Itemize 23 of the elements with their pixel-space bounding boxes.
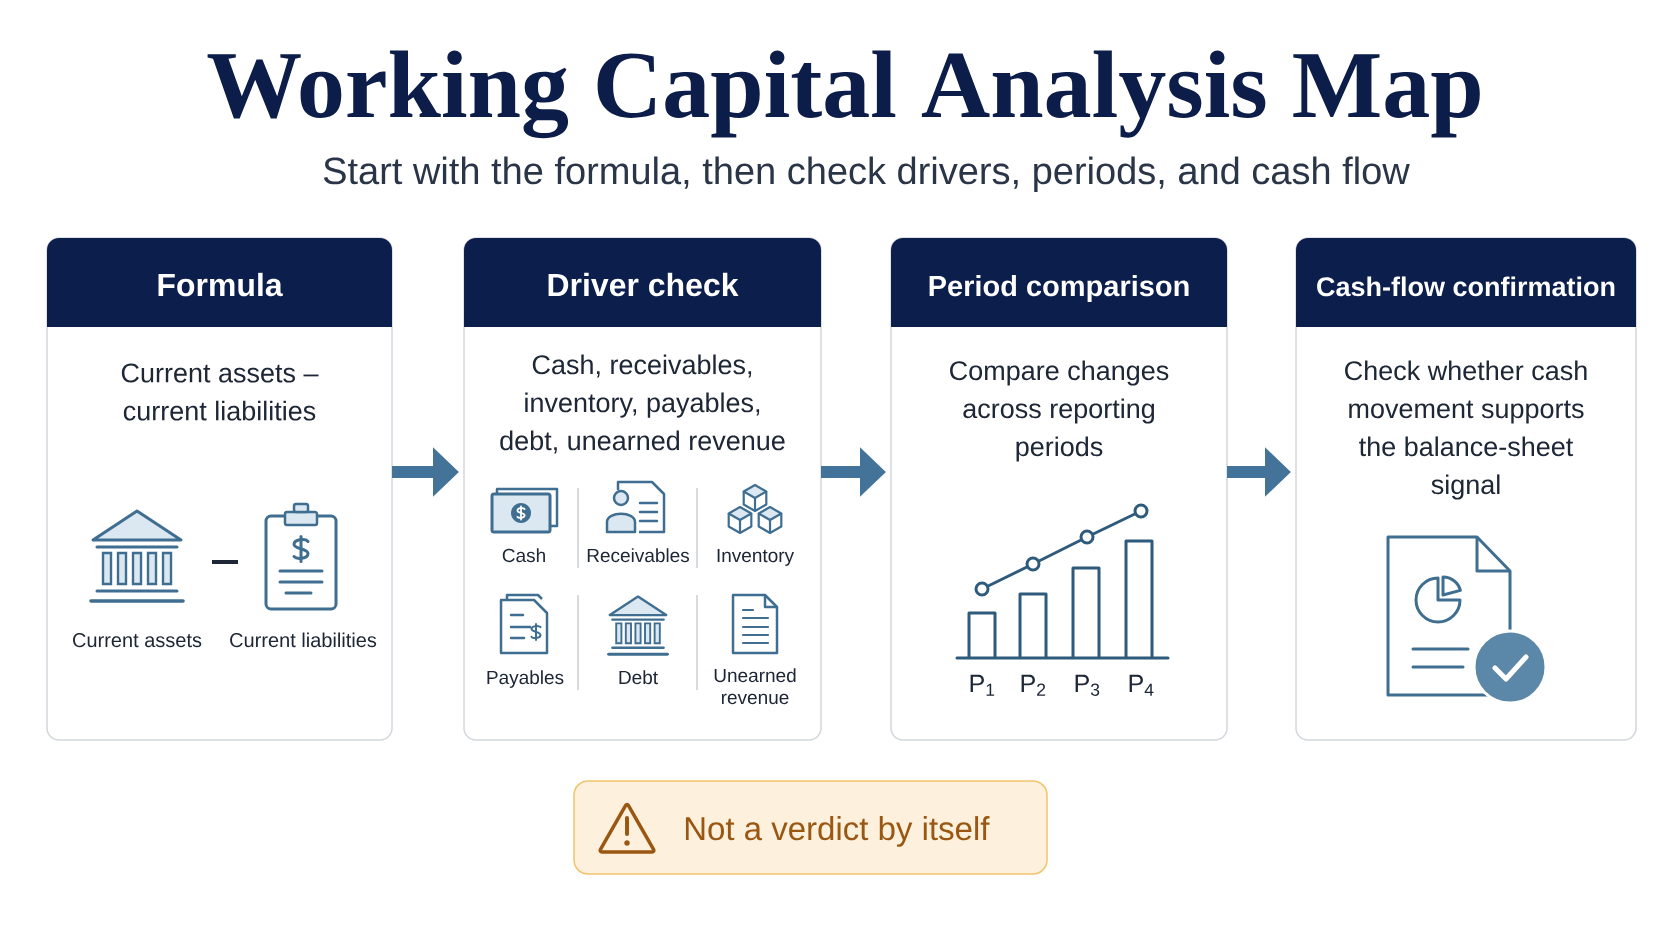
axis-label: P$_{2}$ — [1021, 674, 1046, 696]
icon-caption: Unearned revenue — [714, 668, 796, 705]
card-header: Driver check — [464, 238, 821, 327]
callout-box: Not a verdict by itself — [573, 780, 1048, 875]
icon-caption: Receivables — [587, 548, 690, 563]
icon-caption: Inventory — [717, 548, 795, 566]
subtitle: Start with the formula, then check drivers, periods, and cash flow — [323, 156, 1410, 192]
icon-caption: Payables — [487, 670, 564, 688]
card-header: Formula — [47, 238, 392, 327]
icon-caption: Cash — [502, 548, 545, 563]
card-text: Current assets – current liabilities — [121, 363, 319, 421]
card-text: Check whether cash movement supports the balance-sheet signal — [1345, 360, 1587, 500]
axis-label: P$_{3}$ — [1075, 674, 1100, 696]
icon-caption: Current liabilities — [230, 632, 377, 648]
card-header: Cash-flow confirmation — [1296, 238, 1636, 327]
card-header: Period comparison — [891, 238, 1227, 327]
card-text: Cash, receivables, inventory, payables, debt, unearned revenue — [500, 354, 785, 454]
icon-caption: Current assets — [73, 633, 202, 648]
axis-label: P$_{1}$ — [970, 674, 995, 696]
icon-caption: Debt — [619, 670, 658, 685]
axis-label: P$_{4}$ — [1129, 674, 1154, 696]
title: Working Capital Analysis Map — [207, 50, 1480, 139]
card-text: Compare changes across reporting periods — [950, 360, 1169, 462]
